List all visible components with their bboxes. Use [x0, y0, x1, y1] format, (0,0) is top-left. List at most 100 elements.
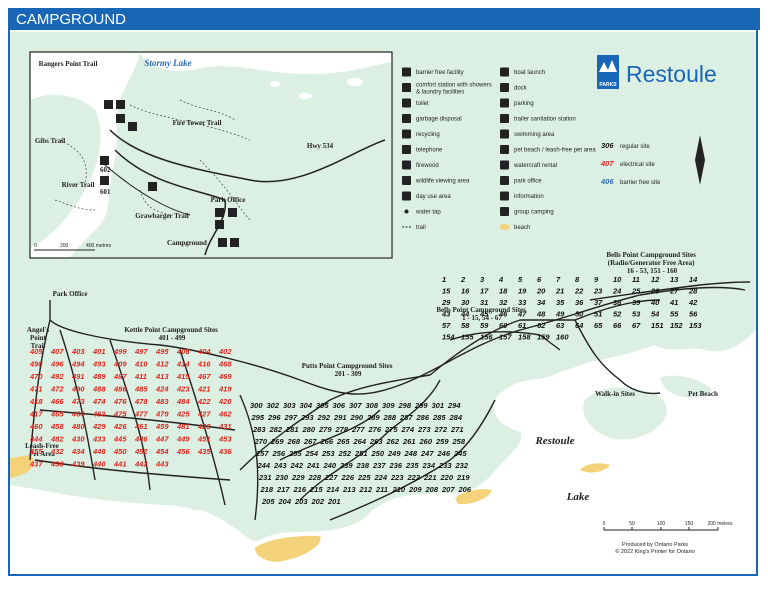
campsite-number: 269	[270, 437, 284, 446]
campsite-number: 222	[407, 473, 421, 482]
legend-item: firewood	[402, 160, 439, 170]
toilet-icon	[402, 98, 411, 108]
campsite-number: 31	[480, 298, 488, 307]
campsite-number: 411	[134, 372, 147, 381]
leash-free-line: Leash-Free	[25, 442, 59, 450]
road-number: 601	[100, 188, 111, 196]
campsite-number: 217	[276, 485, 290, 494]
beach-area	[10, 455, 34, 478]
campsite-number: 253	[321, 449, 335, 458]
campsite-number: 460	[29, 422, 43, 431]
shower-icon	[402, 83, 411, 92]
campsite-number: 245	[453, 449, 467, 458]
legend-label-line: comfort station with showers	[416, 83, 492, 89]
legend-label: trail	[416, 225, 426, 231]
campsite-number: 52	[613, 310, 622, 319]
campsite-number: 291	[333, 413, 347, 422]
campsite-number: 37	[594, 298, 603, 307]
campsite-number: 446	[134, 435, 148, 444]
credit-line: Produced by Ontario Parks	[622, 542, 688, 548]
campsite-number: 430	[71, 435, 85, 444]
campsite-number: 292	[317, 413, 331, 422]
bells-point-label: Bells Point Campground Sites (Radio/Gene…	[606, 251, 697, 275]
campsite-number: 464	[71, 410, 85, 419]
campsite-number: 495	[155, 347, 169, 356]
campsite-number: 486	[113, 385, 127, 394]
campsite-number: 214	[326, 485, 340, 494]
pet-beach-label: Pet Beach	[688, 390, 718, 398]
bells-point-sites-line: Bells Point Campground Sites	[436, 306, 526, 314]
campsite-number: 499	[113, 347, 127, 356]
campsite-number: 489	[92, 372, 106, 381]
campsite-number: 154	[442, 333, 455, 342]
campsite-number: 43	[441, 310, 451, 319]
campsite-number: 21	[555, 287, 564, 296]
legend-label: group camping	[514, 210, 554, 216]
campsite-number: 454	[155, 447, 169, 456]
legend-item: garbage disposal	[402, 114, 462, 123]
campsite-number: 10	[613, 275, 622, 284]
campsite-number: 456	[176, 447, 190, 456]
campsite-number: 156	[480, 333, 493, 342]
campsite-number: 33	[518, 298, 527, 307]
campsite-number: 296	[267, 413, 281, 422]
campsite-number: 473	[71, 397, 85, 406]
inset-label: Campground	[167, 239, 207, 247]
site-key-number: 407	[600, 159, 614, 168]
binoculars-icon	[402, 176, 411, 185]
campsite-number: 251	[354, 449, 368, 458]
campsite-number: 206	[458, 485, 472, 494]
site-key-label: barrier free site	[620, 180, 661, 186]
campsite-number: 476	[113, 397, 127, 406]
campsite-number: 496	[50, 360, 64, 369]
campsite-number: 257	[255, 449, 269, 458]
campsite-number: 64	[575, 321, 584, 330]
campsite-number: 283	[252, 425, 266, 434]
campsite-number: 44	[460, 310, 470, 319]
campsite-number: 42	[688, 298, 698, 307]
legend-item: swimming area	[500, 129, 555, 139]
campsite-number: 6	[537, 275, 542, 284]
map-frame	[8, 30, 758, 576]
campsite-number: 420	[218, 397, 232, 406]
campsite-number: 56	[689, 310, 698, 319]
campsite-number: 401	[92, 347, 106, 356]
angels-trail-line: Trail	[31, 342, 46, 350]
restoule-lake-label: Restoule	[534, 435, 574, 447]
campsite-number: 241	[306, 461, 320, 470]
campsite-number: 470	[29, 372, 43, 381]
campsite-number: 259	[435, 437, 449, 446]
campsite-number: 248	[404, 449, 418, 458]
campsite-number: 152	[670, 321, 683, 330]
campsite-number: 270	[254, 437, 268, 446]
campsite-number: 53	[632, 310, 641, 319]
campsite-number: 39	[632, 298, 641, 307]
legend-label: firewood	[416, 163, 439, 169]
campsite-number: 209	[408, 485, 422, 494]
campsite-number: 228	[308, 473, 322, 482]
campsite-number: 158	[518, 333, 531, 342]
campsite-number: 58	[461, 321, 470, 330]
site-key-label: regular site	[620, 144, 650, 150]
campsite-number: 36	[575, 298, 584, 307]
campsite-number: 226	[341, 473, 355, 482]
inset-label: Fire Tower Trail	[173, 119, 222, 127]
campsite-number: 423	[176, 385, 190, 394]
campsite-number: 466	[50, 397, 64, 406]
campsite-number: 483	[155, 397, 169, 406]
campsite-number: 15	[442, 287, 451, 296]
campsite-number: 157	[499, 333, 512, 342]
campsite-number: 463	[92, 410, 106, 419]
legend-item: comfort station with showers& laundry fa…	[402, 83, 492, 96]
firewood-icon	[402, 160, 411, 170]
campsite-number: 417	[29, 410, 43, 419]
campsite-number: 425	[176, 410, 190, 419]
campsite-number: 272	[434, 425, 448, 434]
bells-point-sites-label: Bells Point Campground Sites 1 - 15, 54 …	[436, 306, 527, 322]
campsite-number: 281	[285, 425, 299, 434]
campsite-number: 408	[176, 347, 190, 356]
